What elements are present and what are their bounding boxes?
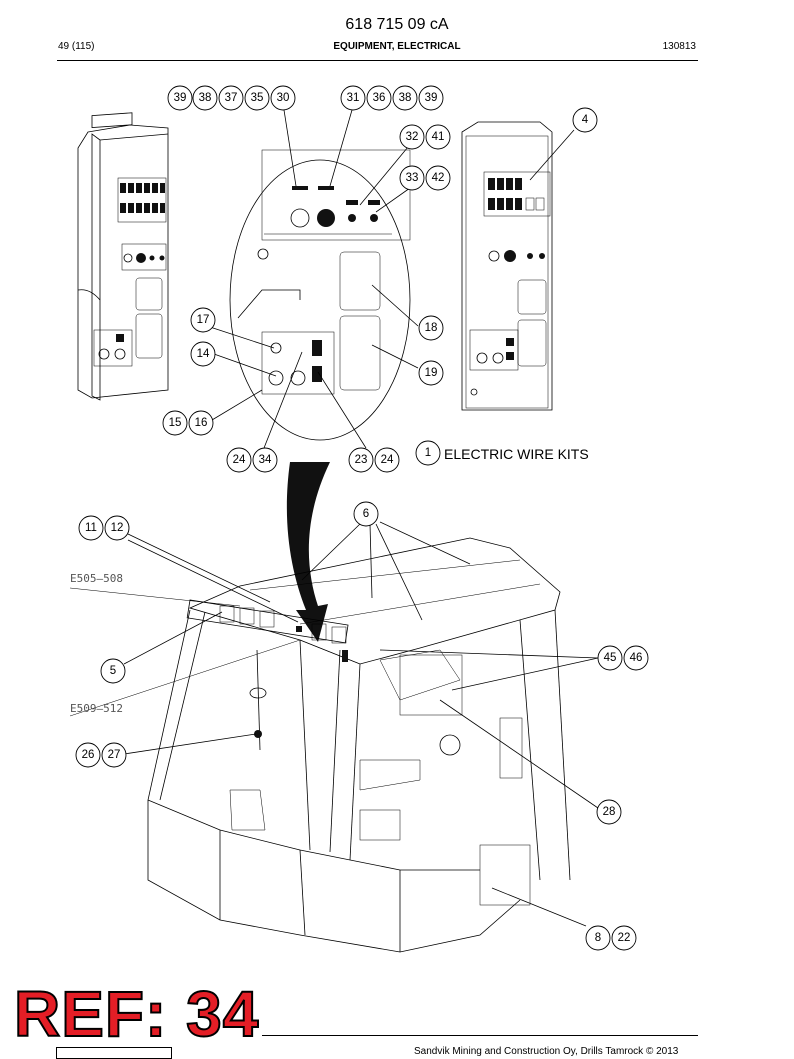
callout-12: 12 — [104, 515, 130, 541]
svg-text:11: 11 — [85, 522, 97, 534]
callout-38: 38 — [192, 85, 218, 111]
callout-14: 14 — [190, 341, 216, 367]
svg-text:14: 14 — [197, 348, 210, 360]
svg-text:26: 26 — [82, 749, 95, 761]
callout-23: 23 — [348, 447, 374, 473]
callout-8: 8 — [585, 925, 611, 951]
electric-wire-kits-label: ELECTRIC WIRE KITS — [444, 446, 589, 462]
svg-text:32: 32 — [406, 131, 419, 143]
header-rule — [57, 60, 698, 61]
section-title: EQUIPMENT, ELECTRICAL — [333, 41, 461, 52]
svg-text:38: 38 — [399, 92, 412, 104]
svg-text:6: 6 — [363, 508, 369, 520]
callout-30: 30 — [270, 85, 296, 111]
page-number: 49 (115) — [58, 41, 95, 52]
svg-text:24: 24 — [233, 454, 246, 466]
callout-5: 5 — [100, 658, 126, 684]
callout-27: 27 — [101, 742, 127, 768]
detail-arrow — [286, 462, 330, 642]
callout-36: 36 — [366, 85, 392, 111]
center-detail-view — [229, 149, 411, 441]
svg-text:37: 37 — [225, 92, 238, 104]
svg-text:45: 45 — [604, 652, 617, 664]
callout-33: 33 — [399, 165, 425, 191]
callout-46: 46 — [623, 645, 649, 671]
svg-text:39: 39 — [425, 92, 438, 104]
callout-6: 6 — [353, 501, 379, 527]
svg-text:15: 15 — [169, 417, 182, 429]
svg-text:4: 4 — [582, 114, 589, 126]
ref-stamp: REF: 34 — [13, 978, 260, 1050]
callout-19: 19 — [418, 360, 444, 386]
svg-text:12: 12 — [111, 522, 124, 534]
wire-label-e509: E509–512 — [70, 702, 123, 715]
callout-41: 41 — [425, 124, 451, 150]
svg-text:30: 30 — [277, 92, 290, 104]
svg-text:22: 22 — [618, 932, 631, 944]
svg-text:19: 19 — [425, 367, 438, 379]
svg-text:41: 41 — [432, 131, 445, 143]
callout-34: 34 — [252, 447, 278, 473]
brand-logo-strip — [56, 1047, 172, 1059]
callout-18: 18 — [418, 315, 444, 341]
callout-42: 42 — [425, 165, 451, 191]
callout-24b: 24 — [374, 447, 400, 473]
svg-text:34: 34 — [259, 454, 272, 466]
svg-text:35: 35 — [251, 92, 264, 104]
callout-45: 45 — [597, 645, 623, 671]
callout-31: 31 — [340, 85, 366, 111]
svg-text:38: 38 — [199, 92, 212, 104]
callout-4: 4 — [572, 107, 598, 133]
callout-16: 16 — [188, 410, 214, 436]
callout-39: 39 — [167, 85, 193, 111]
svg-text:23: 23 — [355, 454, 368, 466]
right-control-panel — [461, 121, 553, 411]
svg-text:46: 46 — [630, 652, 643, 664]
copyright-footer: Sandvik Mining and Construction Oy, Dril… — [414, 1046, 679, 1057]
svg-text:17: 17 — [197, 314, 210, 326]
date-code: 130813 — [662, 41, 696, 52]
callout-11: 11 — [78, 515, 104, 541]
svg-text:27: 27 — [108, 749, 121, 761]
svg-text:42: 42 — [432, 172, 445, 184]
leader-lines — [69, 109, 599, 927]
callout-17: 17 — [190, 307, 216, 333]
svg-text:39: 39 — [174, 92, 187, 104]
svg-text:31: 31 — [347, 92, 360, 104]
svg-text:24: 24 — [381, 454, 394, 466]
callout-22: 22 — [611, 925, 637, 951]
callout-32: 32 — [399, 124, 425, 150]
callout-35: 35 — [244, 85, 270, 111]
document-number: 618 715 09 cA — [345, 16, 449, 33]
svg-text:18: 18 — [425, 322, 438, 334]
callout-38b: 38 — [392, 85, 418, 111]
left-control-panel — [77, 112, 169, 401]
callout-28: 28 — [596, 799, 622, 825]
wire-label-e505: E505–508 — [70, 572, 123, 585]
callout-39b: 39 — [418, 85, 444, 111]
callout-15: 15 — [162, 410, 188, 436]
svg-text:36: 36 — [373, 92, 386, 104]
callout-26: 26 — [75, 742, 101, 768]
callout-37: 37 — [218, 85, 244, 111]
svg-text:5: 5 — [110, 665, 116, 677]
svg-text:28: 28 — [603, 806, 616, 818]
callout-24: 24 — [226, 447, 252, 473]
svg-text:8: 8 — [595, 932, 601, 944]
footer-rule — [262, 1035, 698, 1036]
svg-text:1: 1 — [425, 447, 431, 459]
callout-1: 1 — [415, 440, 441, 466]
operator-cabin — [147, 537, 571, 953]
svg-text:16: 16 — [195, 417, 208, 429]
svg-text:33: 33 — [406, 172, 419, 184]
